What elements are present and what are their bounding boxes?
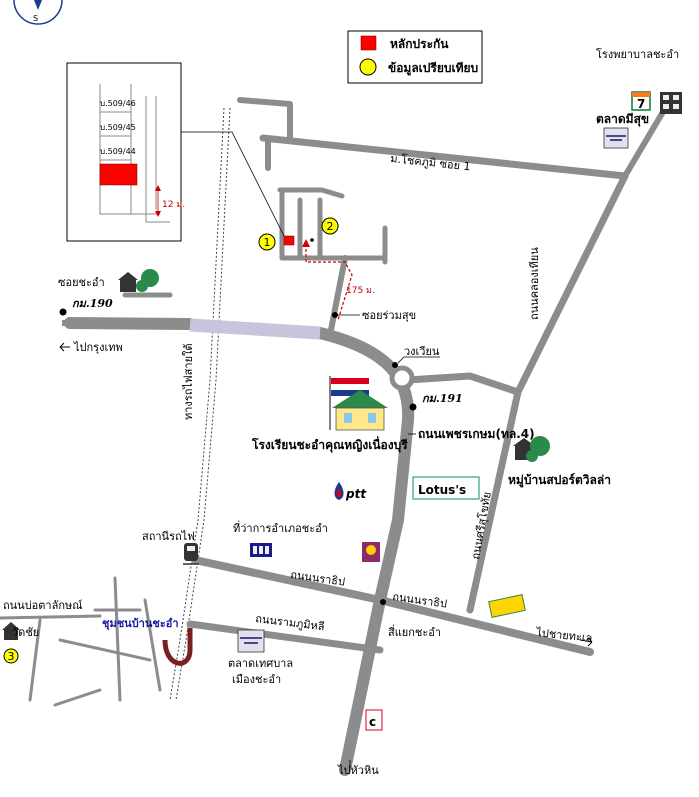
municipal-market-label-1: ตลาดเทศบาล xyxy=(228,657,293,670)
inset-plot-46: บ.509/46 xyxy=(100,99,136,108)
market-mee-suk-label: ตลาดมีสุข xyxy=(596,112,649,127)
compass-s-label: S xyxy=(33,14,38,23)
inset-collateral-block xyxy=(99,163,138,186)
temple-label: วัดชัย xyxy=(12,626,39,639)
municipal-market-label-2: เมืองชะอำ xyxy=(232,673,281,686)
bo-talak-road-label: ถนนบ่อตาลักษณ์ xyxy=(3,599,82,612)
train-icon xyxy=(183,543,199,565)
to-bangkok-label: ไปกรุงเทพ xyxy=(73,341,123,354)
ptt-logo: ptt xyxy=(334,482,367,501)
railway-label: ทางรถไฟสายใต้ xyxy=(182,343,195,420)
intersection-dot xyxy=(380,599,386,605)
comparison-marker-3: 3 xyxy=(3,648,19,664)
canal-curve xyxy=(162,628,193,666)
legend-collateral-label: หลักประกัน xyxy=(390,37,449,51)
collateral-marker xyxy=(283,235,295,246)
station-label: สถานีรถไฟ xyxy=(142,530,195,543)
temple-icon xyxy=(2,622,20,640)
seven-eleven-label: 7 xyxy=(637,97,645,111)
lotus-logo: Lotus's xyxy=(412,476,480,500)
route-arrow-icon xyxy=(302,239,310,247)
intersection-label: สี่แยกชะอำ xyxy=(388,624,441,639)
compass-icon: S xyxy=(13,0,63,25)
seven-eleven-icon: 7 xyxy=(631,91,651,111)
roundabout-label: วงเวียน xyxy=(404,345,440,358)
roundabout-shape xyxy=(389,365,415,391)
soi-ruam-suk-label: ซอยร่วมสุข xyxy=(362,309,416,322)
village-sport-label: หมู่บ้านสปอร์ตวิลล่า xyxy=(508,473,611,488)
lotus-label: Lotus's xyxy=(418,483,466,497)
shop-icon xyxy=(362,542,380,562)
district-office-label: ที่ว่าการอำเภอชะอำ xyxy=(233,520,328,535)
municipal-market-icon xyxy=(237,629,265,653)
to-bangkok-arrow-icon xyxy=(59,342,70,352)
highway-segment xyxy=(189,318,321,340)
school-icon xyxy=(329,376,388,431)
soi-ruam-suk-dot xyxy=(332,312,338,318)
hospital-label: โรงพยาบาลชะอำ xyxy=(596,47,679,61)
khlong-thian-road-label: ถนนคลองเทียน xyxy=(528,247,541,320)
distance-label: 175 ม. xyxy=(346,286,375,296)
legend: หลักประกัน ข้อมูลเปรียบเทียบ xyxy=(347,30,483,84)
hospital-icon xyxy=(660,92,682,114)
village-icon-cha-am xyxy=(118,269,159,292)
legend-comparison-label: ข้อมูลเปรียบเทียบ xyxy=(388,61,478,76)
railway-line xyxy=(169,107,231,701)
route-path xyxy=(305,244,353,321)
petchkasem-road-label: ถนนเพชรเกษม(ทล.4) xyxy=(418,427,535,441)
community-label: ชุมชนบ้านชะอำ xyxy=(102,617,179,631)
marker-1-label: 1 xyxy=(264,236,271,249)
inset-plot-45: บ.509/45 xyxy=(100,123,136,132)
soi-cha-am-label: ซอยชะอำ xyxy=(58,276,105,289)
point-dot xyxy=(310,238,314,242)
marker-3-label: 3 xyxy=(8,650,15,663)
inset-plot-44: บ.509/44 xyxy=(100,147,136,156)
comparison-marker-1: 1 xyxy=(258,233,276,251)
inset-plot-diagram: บ.509/46 บ.509/45 บ.509/44 12 ม. xyxy=(66,62,285,242)
to-beach-arrow-icon xyxy=(579,637,593,647)
comparison-marker-2: 2 xyxy=(321,217,339,235)
district-office-icon xyxy=(250,543,272,557)
km190-dot xyxy=(59,308,67,316)
inset-width-label: 12 ม. xyxy=(162,200,185,210)
legend-collateral-swatch xyxy=(360,35,377,51)
school-label: โรงเรียนชะอำคุณหญิงเนื่องบุรี xyxy=(251,436,408,453)
to-hua-hin-label: ไปหัวหิน xyxy=(337,764,379,777)
marker-2-label: 2 xyxy=(327,220,334,233)
legend-comparison-swatch xyxy=(359,58,377,76)
market-icon xyxy=(603,127,629,149)
store-icon-bottom: c xyxy=(365,709,383,731)
ptt-label: ptt xyxy=(345,487,367,501)
km190-label: กม.190 xyxy=(72,297,113,310)
svg-text:c: c xyxy=(369,715,376,729)
km191-dot xyxy=(409,403,417,411)
ramkhamhaeng-road-label: ถนนรามภูมิหลี xyxy=(255,612,326,633)
km191-label: กม.191 xyxy=(422,392,463,405)
roundabout-dot xyxy=(392,362,398,368)
village-icon-sport xyxy=(513,436,550,462)
gas-station-icon xyxy=(488,594,526,618)
to-beach-label: ไปชายทะเล xyxy=(535,626,593,645)
